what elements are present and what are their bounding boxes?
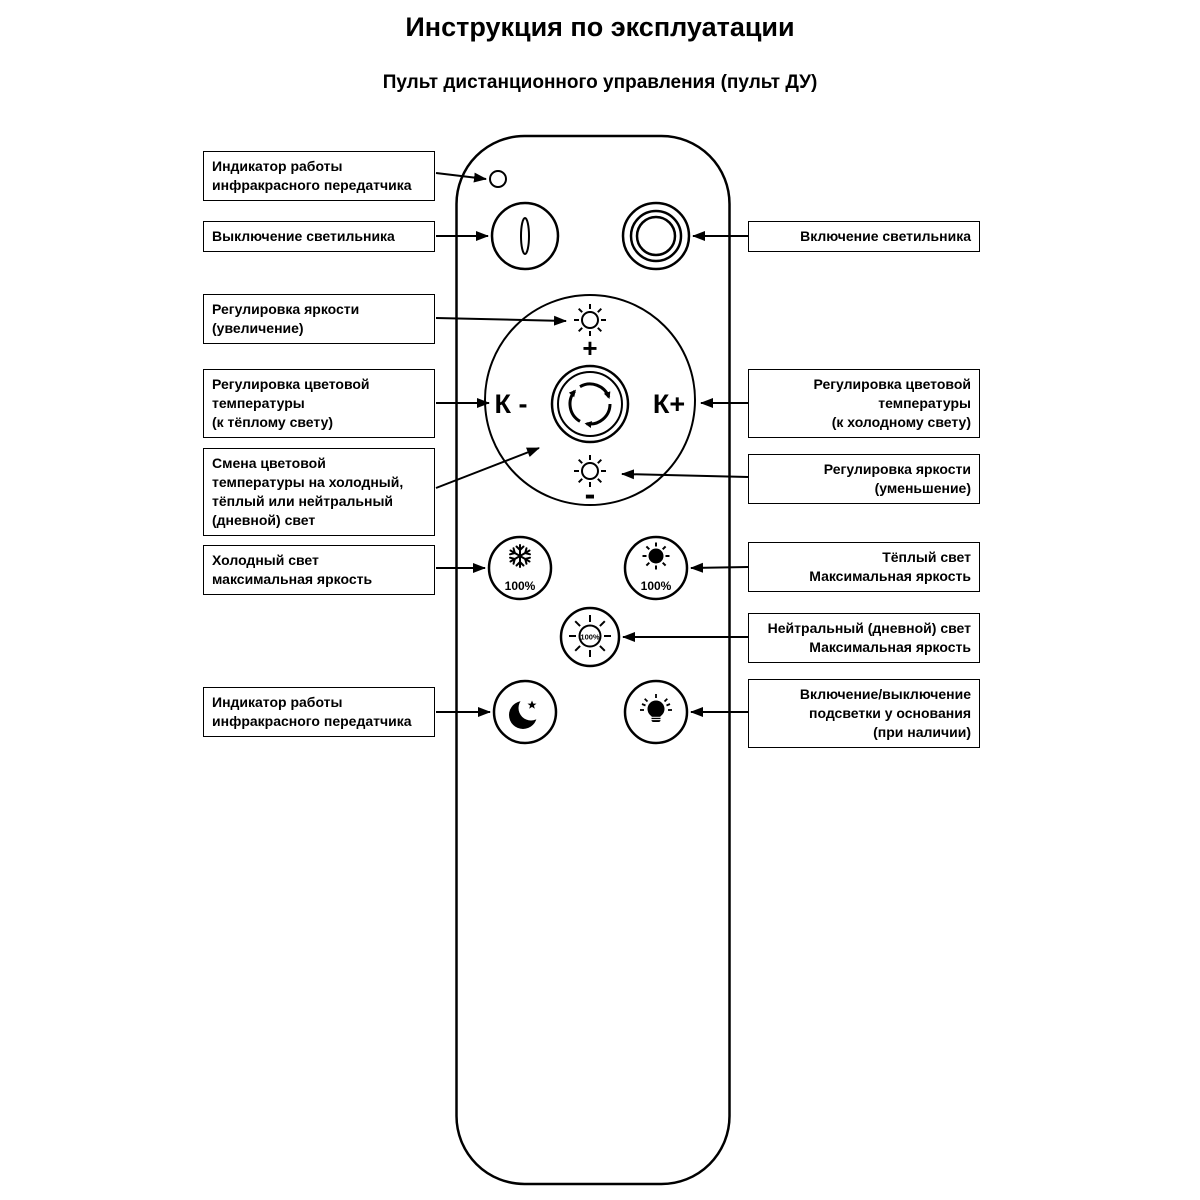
snowflake-icon — [507, 544, 533, 568]
arrow-brightness-up — [435, 315, 567, 326]
power-on-button — [621, 201, 691, 271]
cold-max-button: 100% — [487, 535, 553, 601]
callout-ir-indicator-top: Индикатор работы инфракрасного передатчи… — [203, 151, 435, 201]
k-minus-label: К - — [495, 389, 528, 419]
arrow-color-cycle — [435, 447, 540, 489]
ring-icon — [629, 209, 683, 263]
callout-color-temp-warm: Регулировка цветовой температуры (к тёпл… — [203, 369, 435, 438]
callout-warm-max: Тёплый свет Максимальная яркость — [748, 542, 980, 592]
callout-neutral-max: Нейтральный (дневной) свет Максимальная … — [748, 613, 980, 663]
warm-percent-label: 100% — [641, 579, 672, 593]
sun-outline-icon — [569, 615, 611, 657]
power-off-bar-icon — [520, 217, 530, 255]
callout-cold-max: Холодный свет максимальная яркость — [203, 545, 435, 595]
callout-power-on: Включение светильника — [748, 221, 980, 252]
power-off-button — [490, 201, 560, 271]
ring-inner-icon — [635, 215, 677, 257]
sun-minus-icon — [574, 455, 606, 487]
page-title: Инструкция по эксплуатации — [405, 12, 795, 42]
callout-brightness-up: Регулировка яркости (увеличение) — [203, 294, 435, 344]
minus-label: - — [585, 476, 596, 512]
star-icon — [527, 700, 537, 709]
callout-color-change: Смена цветовой температуры на холодный, … — [203, 448, 435, 536]
arrow-brightness-down — [621, 469, 749, 480]
warm-max-button: 100% — [623, 535, 689, 601]
callout-arrows — [435, 172, 749, 717]
plus-label: + — [582, 333, 597, 363]
arrow-ir-indicator — [435, 172, 487, 183]
night-mode-button — [492, 679, 558, 745]
callout-color-temp-cold: Регулировка цветовой температуры (к холо… — [748, 369, 980, 438]
k-plus-label: К+ — [653, 389, 685, 419]
color-cycle-button — [550, 364, 630, 444]
cold-percent-label: 100% — [505, 579, 536, 593]
bulb-icon — [640, 694, 672, 722]
arrow-warm-max — [690, 562, 749, 573]
callout-power-off: Выключение светильника — [203, 221, 435, 252]
sun-plus-icon — [574, 304, 606, 336]
moon-star-icon — [509, 695, 544, 729]
callout-brightness-down: Регулировка яркости (уменьшение) — [748, 454, 980, 504]
neutral-max-button: 100% — [559, 606, 621, 668]
callout-ir-indicator-bottom: Индикатор работы инфракрасного передатчи… — [203, 687, 435, 737]
neutral-percent-label: 100% — [580, 633, 600, 642]
callout-base-light: Включение/выключение подсветки у основан… — [748, 679, 980, 748]
sun-filled-icon — [642, 542, 670, 570]
base-light-button — [623, 679, 689, 745]
cycle-arrows-icon — [568, 382, 612, 429]
page-subtitle: Пульт дистанционного управления (пульт Д… — [382, 72, 818, 93]
ir-indicator-icon — [489, 170, 507, 188]
